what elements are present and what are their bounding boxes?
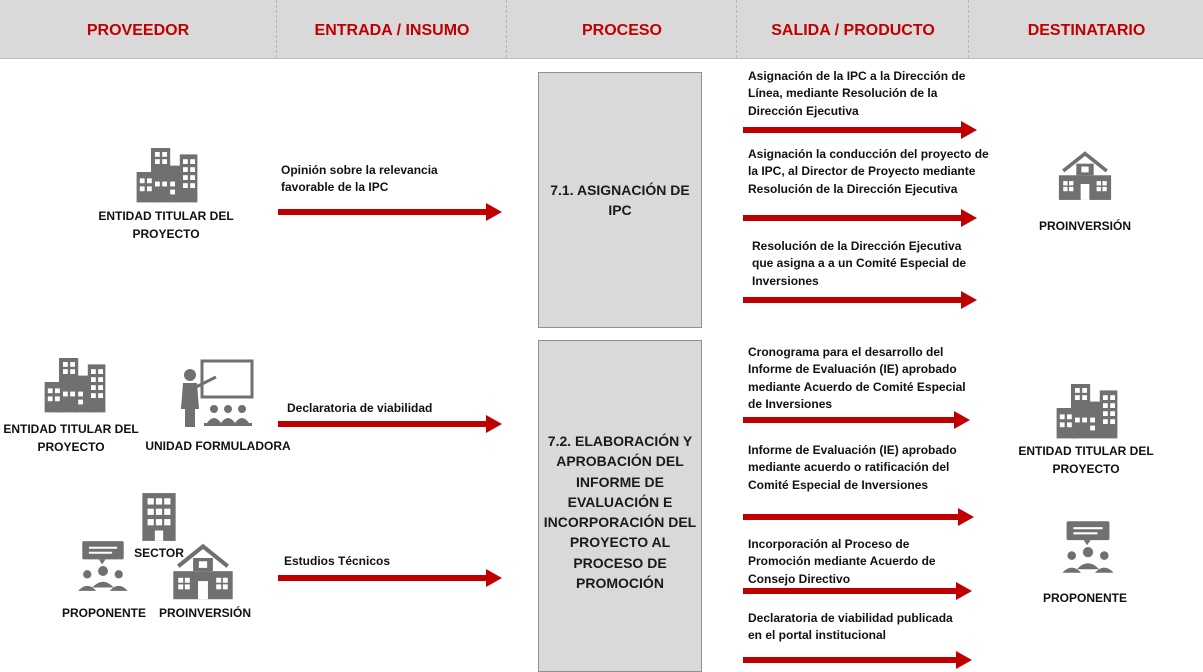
output-arrow bbox=[743, 121, 977, 139]
header-destinatario: DESTINATARIO bbox=[968, 0, 1203, 58]
output-arrow bbox=[743, 291, 977, 309]
process-label-7-2: 7.2. ELABORACIÓN Y APROBACIÓN DEL INFORM… bbox=[543, 433, 697, 592]
output-arrow bbox=[743, 209, 977, 227]
building-icon bbox=[132, 148, 202, 204]
recipient-proinversion: PROINVERSIÓN bbox=[1038, 219, 1131, 233]
provider-sector: SECTOR bbox=[134, 546, 184, 560]
output-arrow bbox=[743, 508, 974, 526]
tower-building-icon bbox=[138, 491, 180, 543]
process-label-7-1: 7.1. ASIGNACIÓN DE IPC bbox=[550, 182, 690, 219]
output-text: Asignación de la IPC a la Dirección de L… bbox=[748, 69, 966, 118]
input-arrow bbox=[278, 569, 502, 587]
provider-proinversion: PROINVERSIÓN bbox=[158, 606, 251, 620]
building-icon bbox=[1052, 384, 1122, 440]
header-entrada: ENTRADA / INSUMO bbox=[276, 0, 507, 58]
output-text: Resolución de la Dirección Ejecutiva que… bbox=[752, 239, 967, 288]
group-discussion-icon bbox=[1058, 518, 1118, 576]
recipient-entidad-titular: ENTIDAD TITULAR DEL PROYECTO bbox=[1018, 444, 1154, 476]
output-arrow bbox=[743, 411, 970, 429]
process-box-7-1 bbox=[538, 72, 702, 328]
header-bar: PROVEEDOR ENTRADA / INSUMO PROCESO SALID… bbox=[0, 0, 1203, 59]
group-discussion-icon bbox=[74, 538, 132, 594]
input-arrow bbox=[278, 415, 502, 433]
provider-entidad-titular: ENTIDAD TITULAR DEL PROYECTO bbox=[3, 422, 139, 454]
output-text: Cronograma para el desarrollo del Inform… bbox=[748, 345, 966, 412]
output-arrow bbox=[743, 651, 972, 669]
provider-proponente: PROPONENTE bbox=[61, 606, 146, 620]
header-proceso: PROCESO bbox=[506, 0, 737, 58]
output-text: Asignación la conducción del proyecto de… bbox=[748, 147, 989, 196]
output-text: Informe de Evaluación (IE) aprobado medi… bbox=[748, 443, 957, 492]
input-declaratoria: Declaratoria de viabilidad bbox=[287, 401, 433, 415]
input-arrow bbox=[278, 203, 502, 221]
teacher-icon bbox=[176, 359, 256, 429]
input-opinion: Opinión sobre la relevancia favorable de… bbox=[281, 163, 438, 195]
process-box-7-2 bbox=[538, 340, 702, 672]
public-institution-icon bbox=[1056, 150, 1114, 202]
header-salida: SALIDA / PRODUCTO bbox=[736, 0, 969, 58]
public-institution-icon bbox=[170, 542, 236, 602]
recipient-proponente: PROPONENTE bbox=[1042, 591, 1127, 605]
output-text: Declaratoria de viabilidad publicada en … bbox=[748, 611, 953, 643]
building-icon bbox=[40, 358, 110, 414]
output-arrow bbox=[743, 582, 972, 600]
input-estudios: Estudios Técnicos bbox=[284, 554, 391, 568]
provider-entidad-titular: ENTIDAD TITULAR DEL PROYECTO bbox=[98, 209, 234, 241]
output-text: Incorporación al Proceso de Promoción me… bbox=[748, 537, 936, 586]
provider-unidad-formuladora: UNIDAD FORMULADORA bbox=[145, 439, 291, 453]
header-proveedor: PROVEEDOR bbox=[86, 22, 190, 39]
